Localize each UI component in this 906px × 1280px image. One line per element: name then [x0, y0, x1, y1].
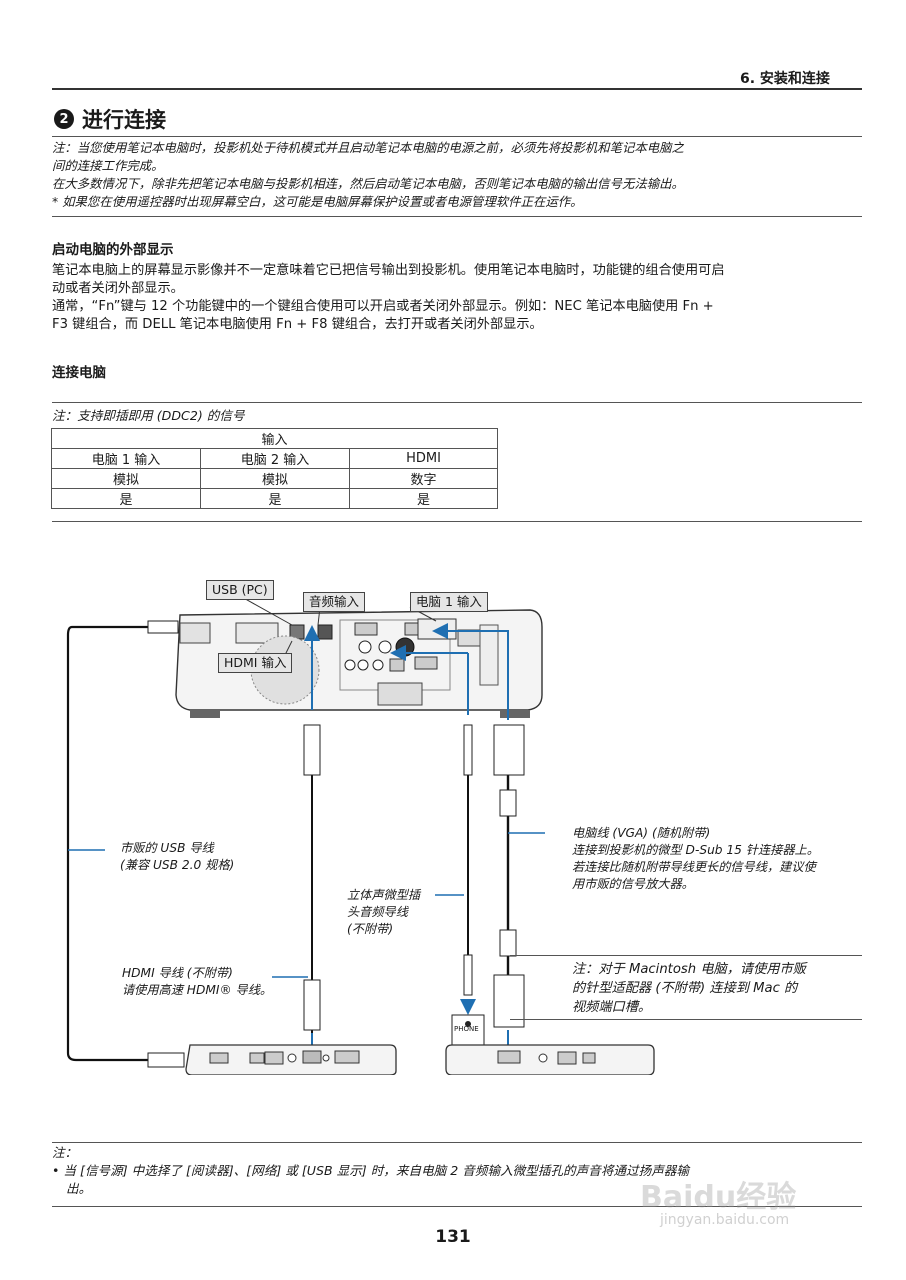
footer-note: 注： • 当 [信号源] 中选择了 [阅读器]、[网络] 或 [USB 显示] … [52, 1144, 862, 1198]
note-line: 注：当您使用笔记本电脑时，投影机处于待机模式并且启动笔记本电脑的电源之前，必须先… [52, 140, 684, 155]
table-row: 模拟 模拟 数字 [51, 468, 498, 489]
note-line: * 如果您在使用遥控器时出现屏幕空白，这可能是电脑屏幕保护设置或者电源管理软件正… [52, 194, 583, 209]
table-col-header: 电脑 1 输入 [51, 448, 201, 469]
connection-notes: 注：当您使用笔记本电脑时，投影机处于待机模式并且启动笔记本电脑的电源之前，必须先… [52, 139, 862, 211]
hdmi-cable-caption: HDMI 导线 (不附带) 请使用高速 HDMI® 导线。 [122, 965, 272, 999]
note-line: 在大多数情况下，除非先把笔记本电脑与投影机相连，然后启动笔记本电脑，否则笔记本电… [52, 176, 684, 191]
note-top-rule [52, 136, 862, 137]
caption-line: 立体声微型插 [347, 888, 421, 902]
table-note: 注：支持即插即用 (DDC2) 的信号 [52, 408, 245, 423]
usb-pc-port-label: USB (PC) [206, 580, 274, 600]
note-line: 间的连接工作完成。 [52, 158, 164, 173]
table-bottom-rule [52, 521, 862, 522]
caption-line: 市贩的 USB 导线 [120, 841, 214, 855]
caption-line: 若连接比随机附带导线更长的信号线，建议使 [572, 860, 816, 874]
watermark-logo: Baidu经验 [640, 1180, 797, 1215]
usb-cable [66, 620, 185, 1068]
mac-note-bottom-rule [510, 1019, 862, 1020]
table-cell: 是 [51, 488, 201, 509]
computer1-in-port-label: 电脑 1 输入 [410, 592, 488, 612]
signal-table: 输入 电脑 1 输入 电脑 2 输入 HDMI 模拟 模拟 数字 是 是 是 [51, 428, 498, 509]
hdmi-cable [303, 625, 321, 1071]
paragraph-line: 动或者关闭外部显示。 [52, 281, 184, 296]
diagram-drawing [66, 595, 655, 1076]
caption-line: (不附带) [347, 922, 394, 936]
header-rule [52, 88, 862, 90]
caption-line: 电脑线 (VGA) (随机附带) [572, 826, 711, 840]
caption-line: 注：对于 Macintosh 电脑，请使用市贩 [572, 962, 806, 977]
external-display-text: 笔记本电脑上的屏幕显示影像并不一定意味着它已把信号输出到投影机。使用笔记本电脑时… [52, 262, 860, 334]
phone-jack-label: PHONE [454, 1025, 479, 1033]
vga-cable-caption: 电脑线 (VGA) (随机附带) 连接到投影机的微型 D-Sub 15 针连接器… [572, 825, 819, 893]
footer-note-label: 注： [52, 1145, 78, 1160]
connect-pc-heading: 连接电脑 [52, 365, 106, 381]
section-number-badge: 2 [54, 109, 74, 129]
vga-cable [432, 623, 525, 1065]
mac-note-top-rule [510, 955, 862, 956]
table-row: 是 是 是 [51, 488, 498, 509]
connection-diagram: USB (PC) 音频输入 电脑 1 输入 HDMI 输入 PHONE 市贩的 … [60, 575, 860, 1076]
audio-cable [390, 645, 485, 1046]
table-cell: 模拟 [51, 468, 201, 489]
caption-line: 的针型适配器 (不附带) 连接到 Mac 的 [572, 981, 798, 996]
paragraph-line: 笔记本电脑上的屏幕显示影像并不一定意味着它已把信号输出到投影机。使用笔记本电脑时… [52, 263, 725, 278]
paragraph-line: 通常，“Fn”键与 12 个功能键中的一个键组合使用可以开启或者关闭外部显示。例… [52, 299, 714, 314]
usb-cable-caption: 市贩的 USB 导线 (兼容 USB 2.0 规格) [120, 840, 234, 874]
table-cell: 是 [349, 488, 498, 509]
caption-line: 连接到投影机的微型 D-Sub 15 针连接器上。 [572, 843, 819, 857]
macintosh-note: 注：对于 Macintosh 电脑，请使用市贩 的针型适配器 (不附带) 连接到… [572, 960, 858, 1017]
hdmi-in-port-label: HDMI 输入 [218, 653, 293, 673]
watermark-url: jingyan.baidu.com [660, 1212, 790, 1228]
caption-line: (兼容 USB 2.0 规格) [120, 858, 235, 872]
note-bottom-rule [52, 216, 862, 217]
external-display-heading: 启动电脑的外部显示 [52, 242, 174, 258]
section-title: 2 进行连接 [54, 104, 166, 134]
footer-note-line: • 当 [信号源] 中选择了 [阅读器]、[网络] 或 [USB 显示] 时，来… [52, 1163, 689, 1178]
table-cell: 模拟 [200, 468, 350, 489]
table-col-header: HDMI [349, 448, 498, 469]
paragraph-line: F3 键组合，而 DELL 笔记本电脑使用 Fn + F8 键组合，去打开或者关… [52, 317, 543, 332]
table-cell: 是 [200, 488, 350, 509]
table-cell: 数字 [349, 468, 498, 489]
footer-note-line: 出。 [66, 1181, 92, 1196]
caption-line: HDMI 导线 (不附带) [122, 966, 233, 980]
page-number: 131 [435, 1227, 471, 1247]
caption-line: 请使用高速 HDMI® 导线。 [122, 983, 273, 997]
table-note-rule [52, 402, 862, 403]
audio-in-port-label: 音频输入 [303, 592, 366, 612]
chapter-title: 6. 安装和连接 [740, 71, 830, 87]
table-col-header: 电脑 2 输入 [200, 448, 350, 469]
footer-note-top-rule [52, 1142, 862, 1143]
laptop-left [185, 1044, 397, 1076]
caption-line: 视频端口槽。 [572, 1000, 652, 1015]
laptop-right [445, 1044, 655, 1076]
table-header-input: 输入 [51, 428, 498, 449]
section-title-text: 进行连接 [82, 108, 166, 132]
footer-note-bottom-rule [52, 1206, 862, 1207]
caption-line: 用市贩的信号放大器。 [572, 877, 694, 891]
caption-line: 头音频导线 [347, 905, 408, 919]
audio-cable-caption: 立体声微型插 头音频导线 (不附带) [347, 887, 420, 938]
